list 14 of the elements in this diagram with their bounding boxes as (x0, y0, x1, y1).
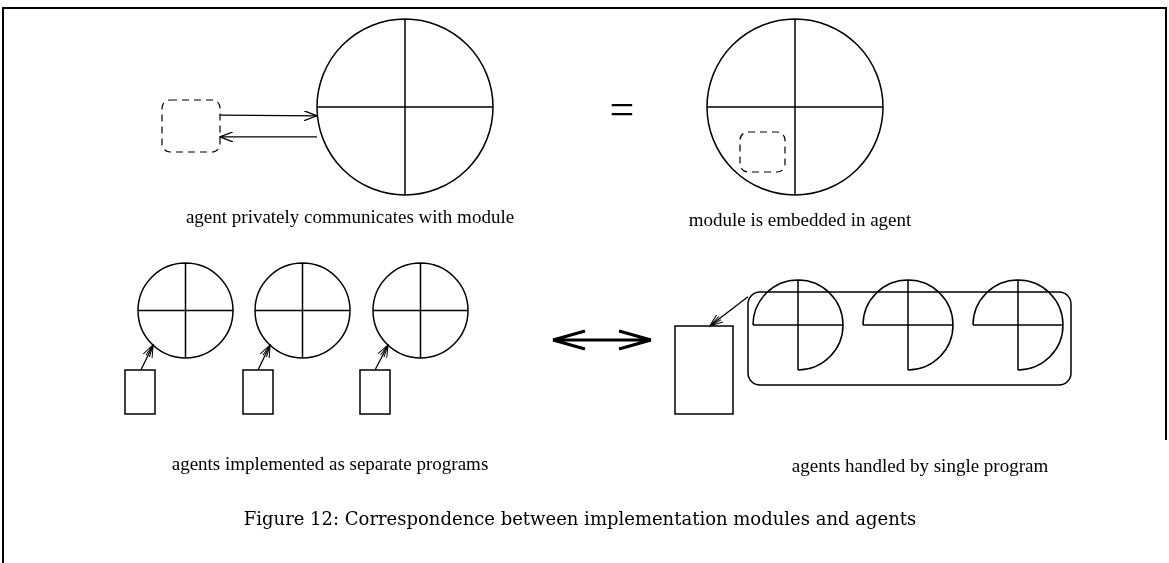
program-box (243, 370, 273, 414)
program-box (675, 326, 733, 414)
panel-caption: agents implemented as separate programs (171, 453, 489, 475)
arrow (219, 110, 318, 122)
panel-caption: agents handled by single program (791, 455, 1049, 477)
panel-caption: agent privately communicates with module (185, 206, 515, 228)
module-box (162, 100, 220, 152)
program-box (360, 370, 390, 414)
panel-caption: module is embedded in agent (688, 209, 912, 231)
figure-caption: Figure 12: Correspondence between implementation modules and agents (243, 508, 917, 529)
equals-sign: = (609, 88, 635, 132)
arrow (219, 131, 318, 143)
module-box (740, 132, 785, 172)
program-box (125, 370, 155, 414)
